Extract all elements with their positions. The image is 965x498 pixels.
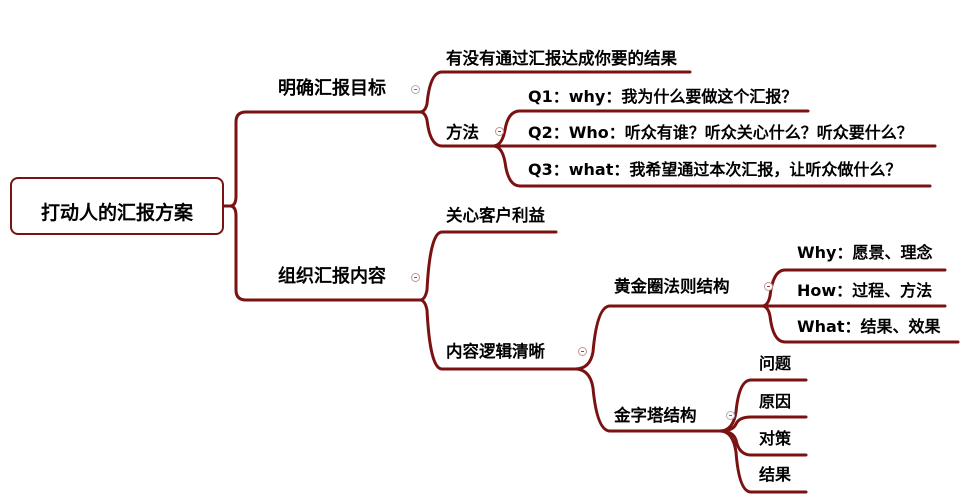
root-label: 打动人的汇报方案 [40,202,193,224]
question-1-label[interactable]: Q1：why：我为什么要做这个汇报？ [528,87,798,106]
edge-logic-golden [573,304,764,371]
edge-logic-pyramid [573,367,722,433]
edge-pyramid-4 [718,429,808,494]
golden-circle-label[interactable]: 黄金圈法则结构 [614,277,730,296]
root-node[interactable]: 打动人的汇报方案 [10,177,224,235]
collapse-logic-icon[interactable] [578,347,587,356]
golden-what-label[interactable]: What：结果、效果 [797,317,941,336]
edge-root-branch2 [222,204,422,302]
edge-branch2-logic [418,298,577,371]
customer-benefit-label[interactable]: 关心客户利益 [446,206,545,225]
golden-why-label[interactable]: Why：愿景、理念 [797,243,933,262]
edge-root-branch1 [222,110,422,208]
edge-golden-what [760,304,960,344]
logic-label[interactable]: 内容逻辑清晰 [446,342,545,361]
edge-branch1-method [418,110,495,148]
pyramid-item-cause[interactable]: 原因 [759,392,792,411]
pyramid-item-result[interactable]: 结果 [759,465,792,484]
golden-how-label[interactable]: How：过程、方法 [797,281,933,300]
collapse-method-icon[interactable] [495,127,504,136]
branch-content-label[interactable]: 组织汇报内容 [278,266,386,287]
edge-method-q3 [491,144,932,188]
method-label[interactable]: 方法 [446,123,479,142]
edge-branch2-benefit [418,230,558,302]
question-2-label[interactable]: Q2：Who：听众有谁？听众关心什么？听众要什么？ [528,123,913,142]
collapse-branch-content-icon[interactable] [411,273,420,282]
goal-result-label[interactable]: 有没有通过汇报达成你要的结果 [446,49,677,68]
pyramid-item-problem[interactable]: 问题 [759,354,792,373]
pyramid-label[interactable]: 金字塔结构 [614,406,697,425]
edge-pyramid-2 [718,415,808,433]
branch-goal-label[interactable]: 明确汇报目标 [278,78,386,99]
collapse-branch-goal-icon[interactable] [411,85,420,94]
pyramid-item-solution[interactable]: 对策 [759,429,792,448]
question-3-label[interactable]: Q3：what：我希望通过本次汇报，让听众做什么？ [528,160,902,179]
collapse-golden-circle-icon[interactable] [764,282,773,291]
collapse-pyramid-icon[interactable] [726,411,735,420]
edge-method-q1 [491,109,810,148]
